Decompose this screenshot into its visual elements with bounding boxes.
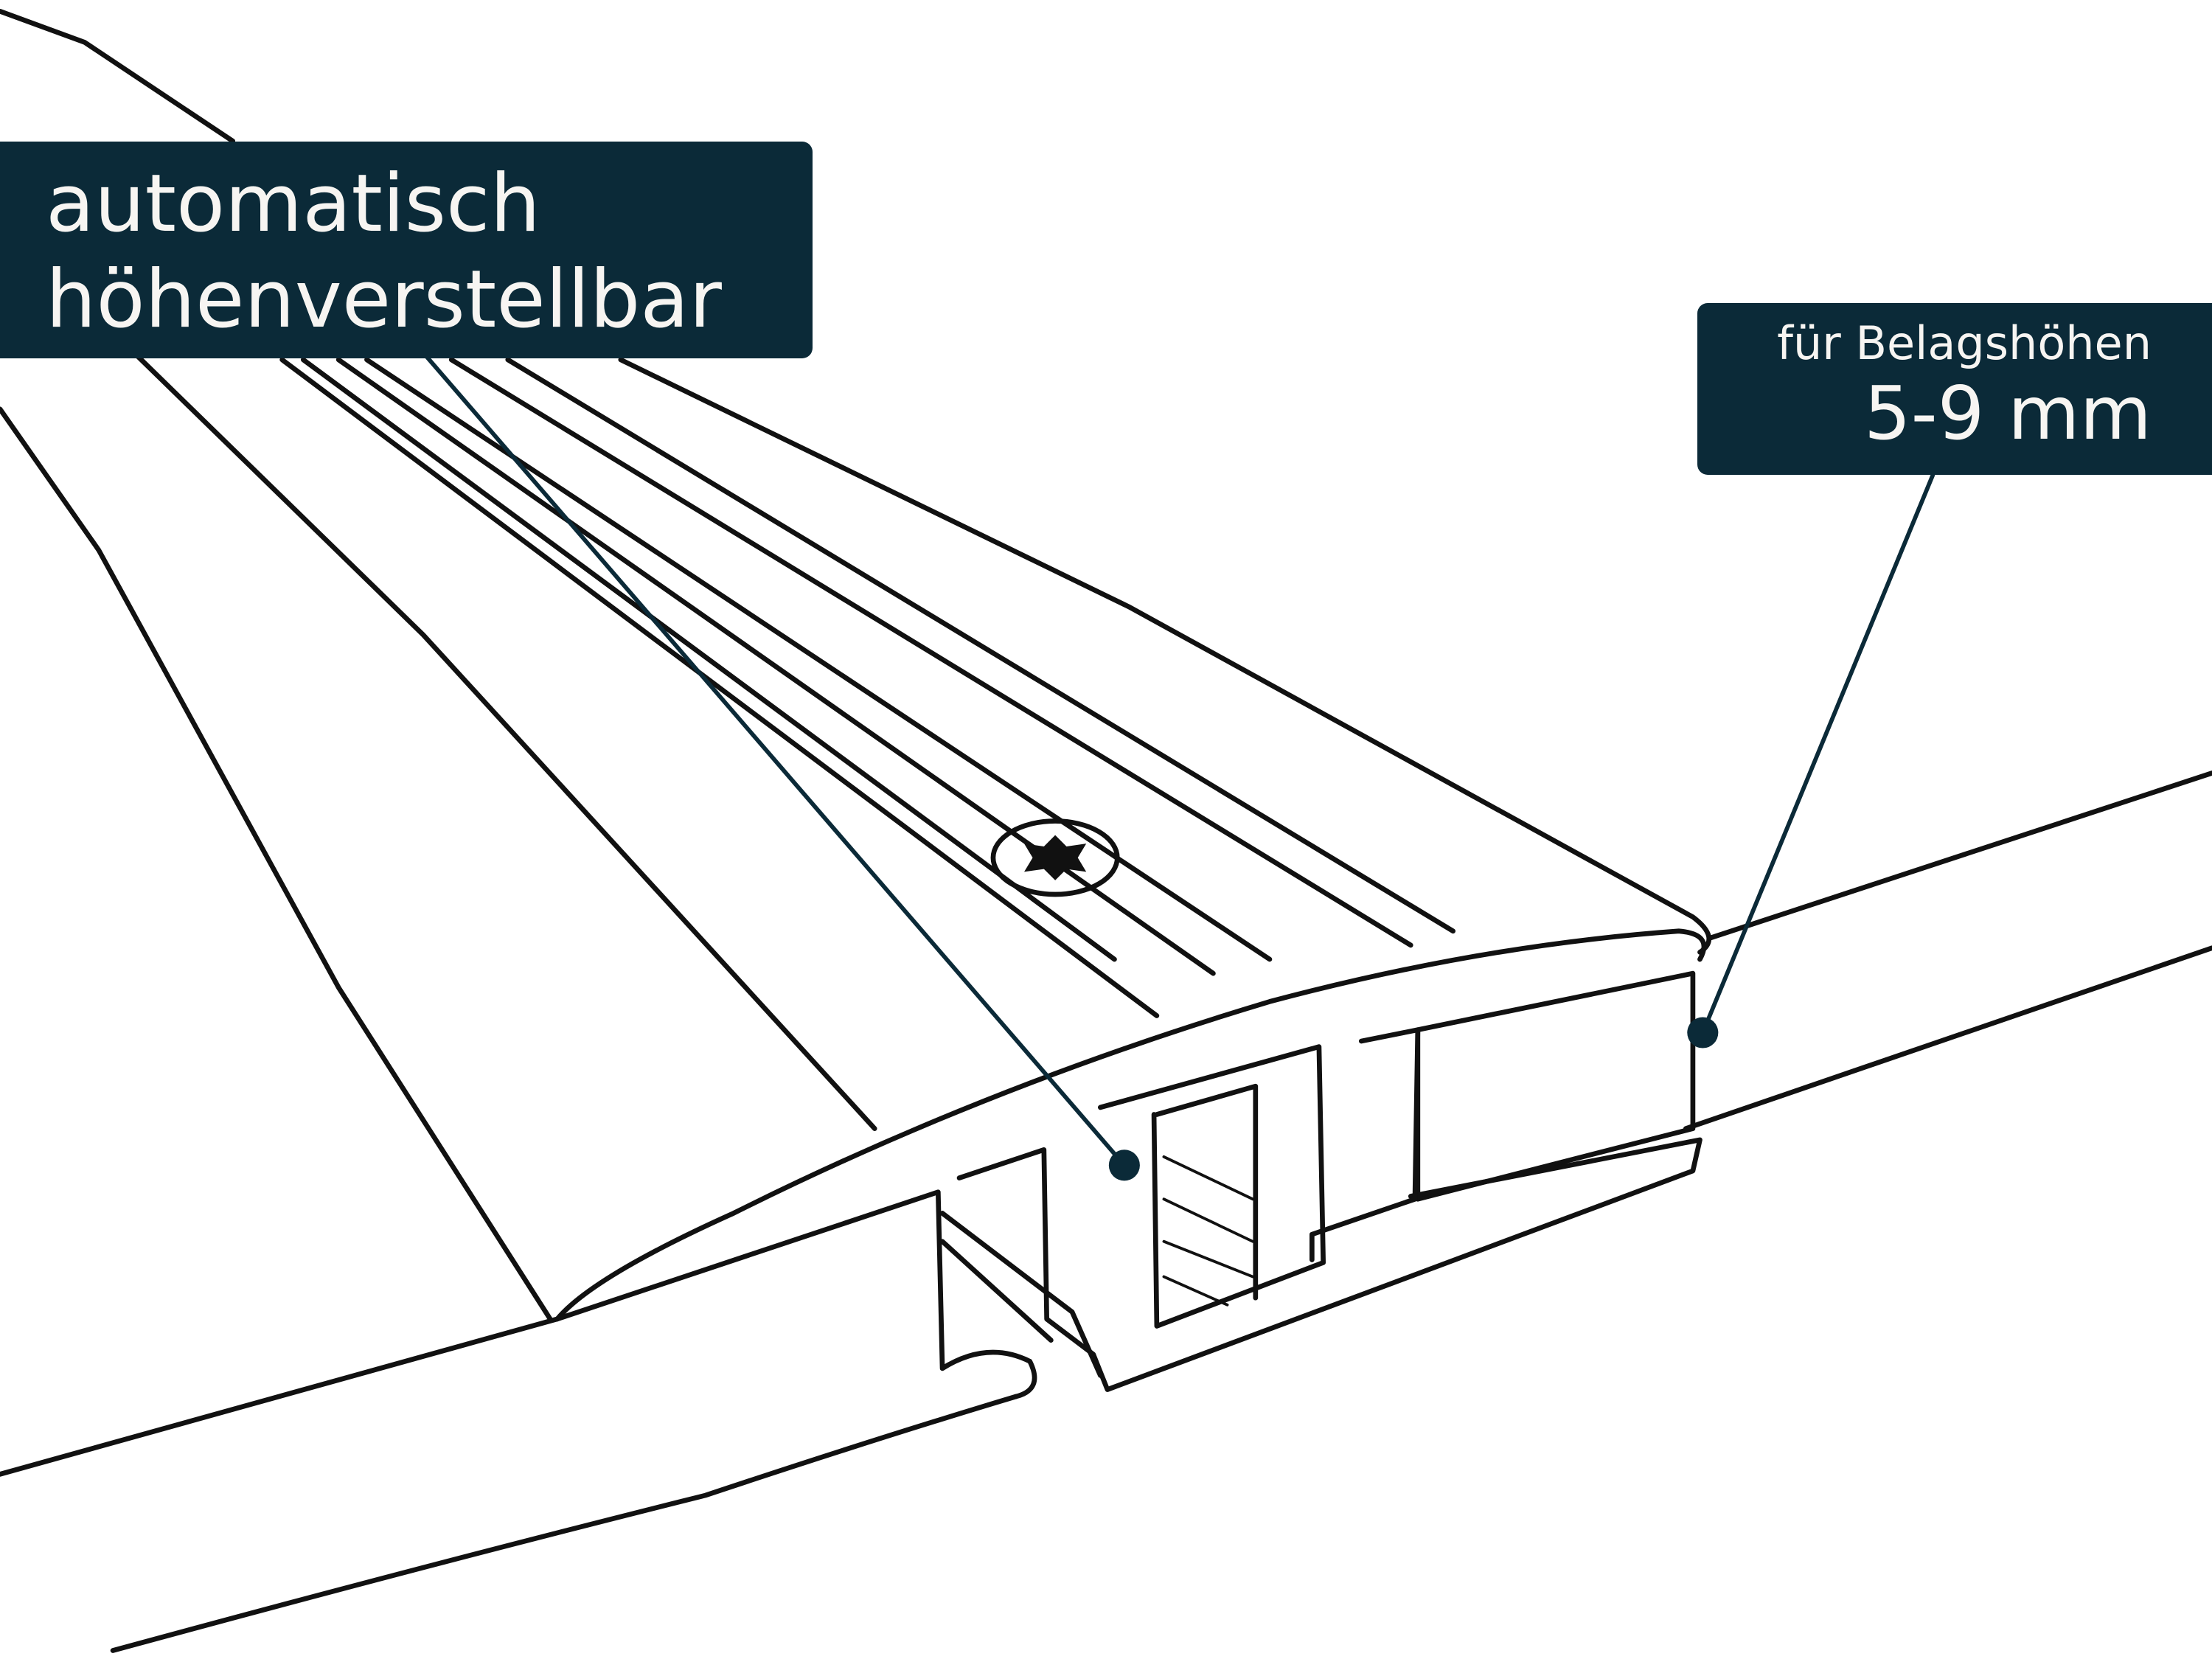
leader-dot-height (1687, 1017, 1719, 1048)
leader-dot-adjustable (1108, 1150, 1140, 1181)
profile-groove-1 (279, 357, 1160, 1018)
profile-top-front-edge (554, 928, 1707, 1322)
profile-groove-4 (364, 357, 1273, 962)
core-left-leg (956, 1137, 1703, 1392)
core-hatching (1162, 1155, 1254, 1307)
profile-top-back-edge (618, 357, 1712, 955)
profile-left-wing (0, 406, 553, 1322)
callout-height-line1: für Belagshöhen (1777, 316, 2152, 370)
callout-height-range: für Belagshöhen 5-9 mm (1697, 303, 2212, 475)
left-plank-bottom (110, 1394, 1018, 1653)
floor-edge-top (0, 8, 236, 144)
screw-head-icon (990, 818, 1120, 897)
callout-height-value: 5-9 mm (1864, 370, 2152, 456)
torx-recess-icon (1024, 835, 1087, 880)
profile-groove-3 (335, 357, 1216, 976)
callout-adjustable: automatisch höhenverstellbar (0, 142, 813, 358)
left-plank-gap (939, 1211, 1103, 1378)
leader-line-adjustable (421, 350, 1127, 1168)
callout-adjustable-line2: höhenverstellbar (46, 254, 722, 346)
profile-groove-5 (448, 357, 1413, 948)
left-plank-top (0, 1316, 560, 1477)
right-plank-top (1707, 771, 2212, 941)
callout-adjustable-line1: automatisch (46, 158, 540, 250)
left-plank-face (554, 1189, 1037, 1399)
core-stem (1097, 1044, 1326, 1329)
profile-groove-2 (301, 357, 1117, 962)
core-right-leg (1309, 1027, 1421, 1262)
profile-groove-6 (505, 357, 1456, 934)
core-stem-inner (1154, 1083, 1259, 1301)
right-plank-bottom (1683, 945, 2212, 1131)
right-plank-face (1415, 970, 1696, 1202)
leader-line-height (1700, 473, 1935, 1035)
